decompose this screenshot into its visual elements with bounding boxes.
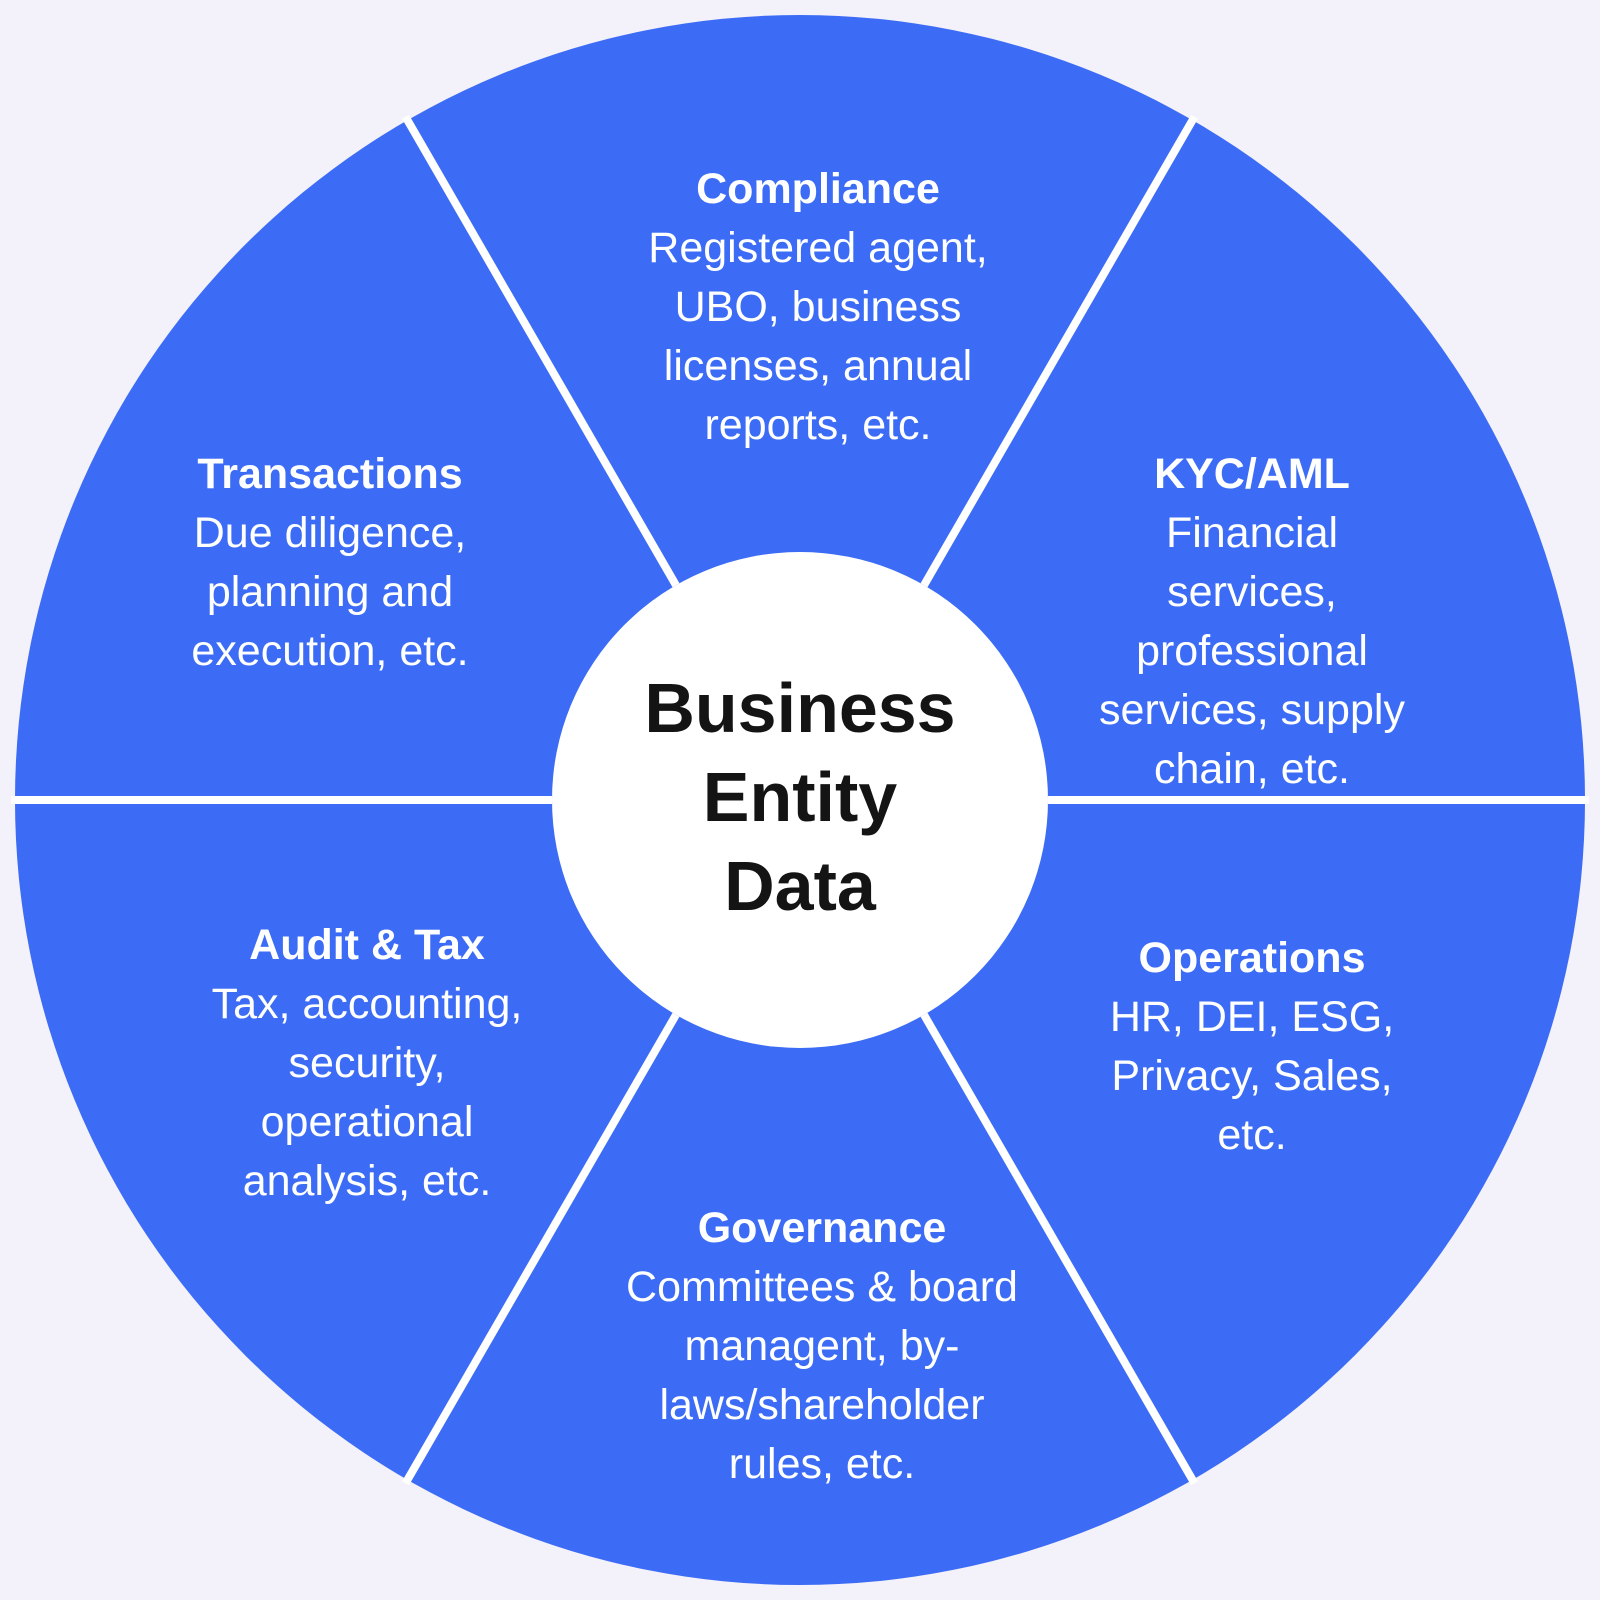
segment-kyc-aml: KYC/AML Financial services, professional… xyxy=(1078,445,1426,799)
segment-title: Audit & Tax xyxy=(249,921,485,969)
center-label: Business Entity Data xyxy=(644,669,956,925)
segment-description: Registered agent, UBO, business licenses… xyxy=(648,224,988,449)
segment-description: HR, DEI, ESG, Privacy, Sales, etc. xyxy=(1109,993,1395,1159)
segment-description: Tax, accounting, security, operational a… xyxy=(211,980,523,1205)
segment-description: Committees & board managent, by- laws/sh… xyxy=(626,1263,1018,1488)
segment-audit-tax: Audit & Tax Tax, accounting, security, o… xyxy=(212,916,523,1211)
divider-line xyxy=(402,114,680,588)
segment-description: Financial services, professional service… xyxy=(1099,509,1405,793)
segment-title: Compliance xyxy=(696,165,940,213)
segment-title: Governance xyxy=(697,1204,947,1252)
center-disc xyxy=(552,552,1048,1048)
segment-description: Due diligence, planning and execution, e… xyxy=(191,509,469,675)
divider-line xyxy=(920,114,1198,588)
segment-governance: Governance Committees & board managent, … xyxy=(626,1199,1018,1494)
segment-compliance: Compliance Registered agent, UBO, busine… xyxy=(648,160,987,455)
segment-dividers xyxy=(11,114,1589,1486)
divider-line xyxy=(920,1012,1198,1486)
segment-title: Operations xyxy=(1138,934,1366,982)
segment-transactions: Transactions Due diligence, planning and… xyxy=(191,445,468,681)
segment-title: KYC/AML xyxy=(1154,450,1350,498)
segment-operations: Operations HR, DEI, ESG, Privacy, Sales,… xyxy=(1078,929,1426,1165)
divider-line xyxy=(402,1012,680,1486)
segment-title: Transactions xyxy=(197,450,463,498)
